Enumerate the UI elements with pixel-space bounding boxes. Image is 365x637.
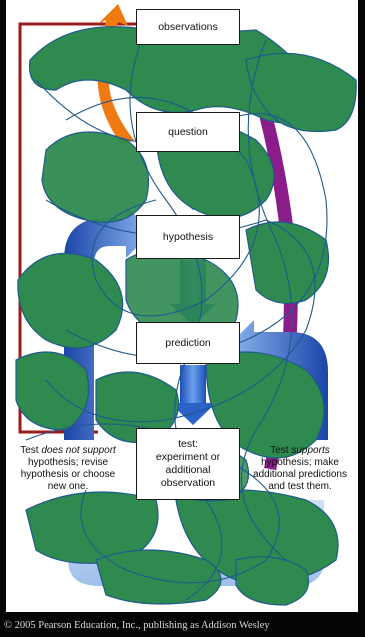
step-test-line1: test:: [178, 438, 198, 451]
left-note-line2: hypothesis; revise: [6, 457, 130, 469]
right-note-line2: hypothesis; make: [242, 457, 358, 469]
step-test-line2: experiment or: [156, 451, 220, 464]
step-observations: observations: [136, 9, 240, 45]
step-question-label: question: [168, 126, 208, 139]
step-question: question: [136, 112, 240, 152]
right-note-emphasis: supports: [291, 445, 329, 456]
left-note-emphasis: does not support: [41, 445, 116, 456]
step-hypothesis: hypothesis: [136, 215, 240, 259]
left-note-line4: new one.: [6, 481, 130, 493]
right-note-line4: and test them.: [242, 481, 358, 493]
diagram-canvas: [6, 0, 358, 612]
step-test: test: experiment or additional observati…: [136, 428, 240, 500]
diagram-panel: observations question hypothesis predict…: [6, 0, 358, 612]
copyright-notice: © 2005 Pearson Education, Inc., publishi…: [4, 620, 362, 631]
step-prediction-label: prediction: [165, 337, 211, 350]
right-note-prefix: Test: [270, 445, 291, 456]
step-observations-label: observations: [158, 21, 218, 34]
left-note: Test does not support hypothesis; revise…: [6, 445, 130, 493]
step-test-line3: additional: [166, 464, 211, 477]
right-note-line3: additional predictions: [242, 469, 358, 481]
left-note-line3: hypothesis or choose: [6, 469, 130, 481]
right-note: Test supports hypothesis; make additiona…: [242, 445, 358, 493]
step-test-line4: observation: [161, 477, 215, 490]
step-prediction: prediction: [136, 322, 240, 364]
step-hypothesis-label: hypothesis: [163, 231, 213, 244]
left-note-prefix: Test: [20, 445, 41, 456]
